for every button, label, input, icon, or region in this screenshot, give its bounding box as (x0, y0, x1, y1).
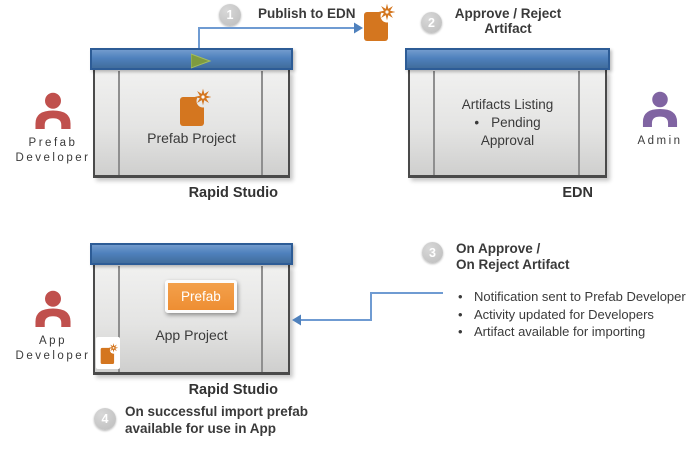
bullet-icon: • (458, 289, 463, 304)
step-2-label-line1: Approve / Reject (454, 6, 562, 21)
step-2-badge: 2 (421, 12, 442, 33)
rapid-studio-bottom-window: Prefab App Project Rapid Studio (90, 243, 293, 398)
artifacts-listing-line1: Artifacts Listing (461, 97, 554, 112)
titlebar (90, 243, 293, 265)
right-panel-divider (261, 71, 263, 175)
step-3-label-line2: On Reject Artifact (456, 257, 570, 272)
step-3-label: On Approve / On Reject Artifact (456, 241, 570, 273)
approval-notes-list: • Notification sent to Prefab Developer •… (458, 288, 686, 341)
list-item: • Activity updated for Developers (458, 306, 686, 324)
person-icon (35, 290, 71, 327)
rapid-studio-caption: Rapid Studio (188, 382, 278, 398)
artifacts-listing-line2: • Pending (408, 114, 607, 132)
published-artifact-icon (364, 3, 395, 41)
bullet-icon: • (458, 306, 463, 322)
step-4-label: On successful import prefab available fo… (125, 403, 308, 437)
app-project-label: App Project (155, 327, 228, 343)
rapid-studio-top-window: Prefab Project Rapid Studio (90, 48, 293, 201)
step-3-label-line1: On Approve / (456, 241, 541, 256)
approve-connector-line (301, 292, 443, 321)
left-panel-divider (118, 71, 120, 175)
step-4-badge: 4 (94, 408, 116, 430)
actor-admin: Admin (606, 91, 700, 149)
titlebar (405, 48, 610, 70)
actor-label-line1: Admin (637, 135, 683, 147)
edn-caption: EDN (562, 185, 593, 201)
prefab-artifact-icon (180, 88, 211, 126)
bullet-icon: • (458, 324, 463, 339)
right-panel-divider (578, 71, 580, 175)
window-body (408, 70, 607, 178)
list-item: • Notification sent to Prefab Developer (458, 288, 686, 306)
note-text: Notification sent to Prefab Developer (474, 289, 686, 304)
left-panel-divider (118, 266, 120, 372)
publish-connector-line (198, 27, 354, 48)
pending-text: Pending (491, 115, 541, 130)
note-text: Activity updated for Developers (474, 306, 654, 322)
edn-window: Artifacts Listing • Pending Approval EDN (405, 48, 610, 201)
window-body (93, 265, 290, 375)
note-text: Artifact available for importing (474, 324, 646, 339)
step-4-label-line1: On successful import prefab (125, 404, 309, 419)
person-icon (642, 91, 678, 127)
titlebar (90, 48, 293, 70)
artifacts-listing-text: Artifacts Listing • Pending Approval (408, 96, 607, 150)
step-1-label: Publish to EDN (258, 6, 356, 21)
actor-prefab-developer: Prefab Developer (0, 92, 106, 165)
step-2-label: Approve / Reject Artifact (441, 6, 575, 36)
step-3-badge: 3 (422, 242, 443, 263)
step-1-badge: 1 (219, 4, 241, 26)
arrow-left-icon (292, 314, 301, 326)
actor-label-line1: Prefab (28, 137, 78, 149)
right-panel-divider (261, 266, 263, 372)
actor-label-line2: Developer (15, 151, 91, 164)
rapid-studio-caption: Rapid Studio (188, 185, 278, 201)
window-body (93, 70, 290, 178)
actor-label-line2: Developer (15, 349, 91, 362)
artifacts-listing-line3: Approval (480, 133, 535, 148)
imported-prefab-icon (100, 343, 118, 365)
left-panel-divider (433, 71, 435, 175)
actor-label-line1: App (39, 335, 67, 347)
prefab-chip: Prefab (165, 280, 237, 313)
actor-app-developer: App Developer (0, 290, 106, 363)
step-4-label-line2: available for use in App (125, 421, 277, 436)
bullet-icon: • (474, 115, 480, 130)
list-item: • Artifact available for importing (458, 323, 686, 341)
prefab-project-label: Prefab Project (147, 130, 236, 146)
step-2-label-line2: Artifact (484, 21, 532, 36)
person-icon (35, 92, 71, 129)
play-icon (191, 53, 212, 69)
